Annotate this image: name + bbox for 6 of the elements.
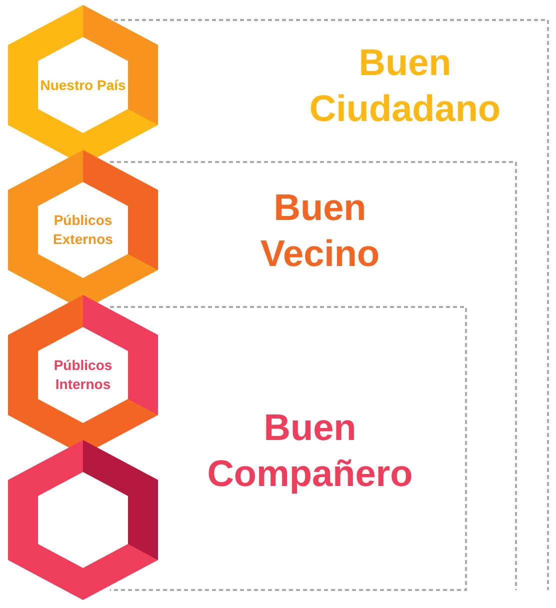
node-label: Nuestro País xyxy=(39,76,127,94)
node-label: Públicos Externos xyxy=(52,211,114,249)
heading-text: Buen Vecino xyxy=(259,186,381,276)
heading-text: Buen Ciudadano xyxy=(308,41,502,131)
heading-text: Buen Compañero xyxy=(206,406,414,496)
node-label: Públicos Internos xyxy=(52,356,114,394)
